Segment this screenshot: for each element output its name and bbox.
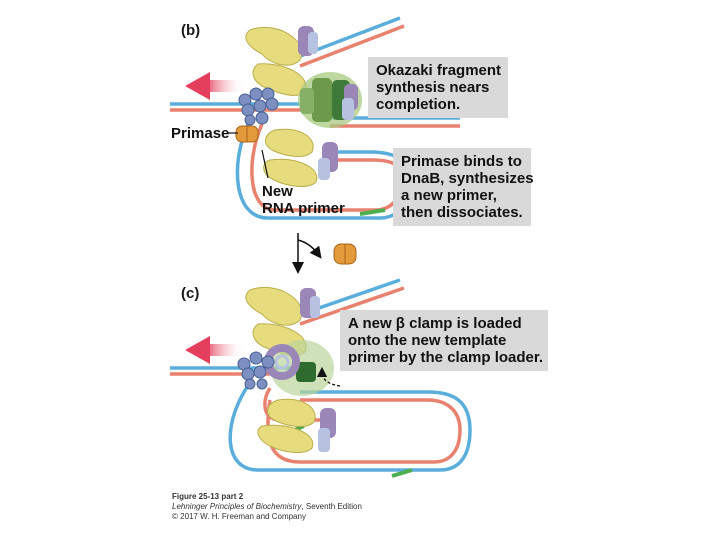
clamp-loader-c xyxy=(270,340,334,396)
polymerase-core-lower-b xyxy=(265,128,314,157)
leading-strand-top2-b xyxy=(299,24,405,68)
polymerase-core-mid-b xyxy=(252,63,307,96)
callout-line: completion. xyxy=(376,96,461,113)
primase-binds-callout: Primase binds to DnaB, synthesizes a new… xyxy=(393,148,534,226)
polymerase-core-bottom-c xyxy=(257,424,314,453)
callout-line: A new β clamp is loaded xyxy=(348,315,522,332)
beta-clamp-upper-b xyxy=(298,26,318,56)
book-edition: , Seventh Edition xyxy=(301,502,362,511)
dnab-helicase-b xyxy=(238,87,279,126)
fork-movement-arrow-b xyxy=(185,72,245,100)
new-primer-b xyxy=(359,208,386,216)
fork-movement-arrow-c xyxy=(185,336,245,364)
callout-line: Primase binds to xyxy=(401,153,522,170)
new-primer-c xyxy=(391,468,413,478)
panel-c-art xyxy=(170,278,472,478)
beta-clamp-lower-b xyxy=(318,142,338,180)
okazaki-completion-callout: Okazaki fragment synthesis nears complet… xyxy=(368,57,508,118)
leading-strand-top2-c xyxy=(299,286,405,326)
primase-label-text: Primase xyxy=(171,125,230,142)
panel-b-label: (b) xyxy=(181,22,201,39)
copyright-line: © 2017 W. H. Freeman and Company xyxy=(172,512,306,521)
primase-b xyxy=(235,125,259,143)
clamp-loaded-callout: A new β clamp is loaded onto the new tem… xyxy=(340,310,548,371)
panel-c-label: (c) xyxy=(181,285,200,302)
released-primase xyxy=(333,243,357,265)
beta-clamp-right-b xyxy=(342,84,358,120)
parental-duplex-b xyxy=(170,102,300,112)
book-citation: Lehninger Principles of Biochemistry, Se… xyxy=(172,502,362,512)
callout-line: primer by the clamp loader. xyxy=(348,349,544,366)
primer-label-line: New xyxy=(262,183,293,200)
beta-clamp-lower-c xyxy=(318,408,336,452)
polymerase-core-lower-c xyxy=(267,398,316,427)
primer-label-line: RNA primer xyxy=(262,200,345,217)
callout-line: Okazaki fragment xyxy=(376,62,502,79)
callout-line: synthesis nears xyxy=(376,79,490,96)
polymerase-core-bottom-b xyxy=(263,158,318,187)
callout-line: a new primer, xyxy=(401,187,497,204)
figure-caption: Figure 25-13 part 2 Lehninger Principles… xyxy=(172,492,362,522)
transition-arrow xyxy=(292,233,357,274)
new-rna-primer-label: New RNA primer xyxy=(262,183,345,217)
polymerase-core-upper-c xyxy=(245,286,303,326)
book-title: Lehninger Principles of Biochemistry xyxy=(172,502,302,511)
primer-leader-b xyxy=(261,149,269,179)
dnab-helicase-c xyxy=(237,351,275,390)
lagging-template-c xyxy=(228,378,472,472)
figure-number: Figure 25-13 part 2 xyxy=(172,492,244,501)
callout-line: DnaB, synthesizes xyxy=(401,170,534,187)
callout-line: then dissociates. xyxy=(401,204,523,221)
primase-label: Primase xyxy=(171,125,229,142)
clamp-loading-arrow xyxy=(316,366,341,387)
callout-line: onto the new template xyxy=(348,332,507,349)
beta-clamp-upper-c xyxy=(300,288,320,318)
polymerase-core-upper-b xyxy=(245,26,303,66)
